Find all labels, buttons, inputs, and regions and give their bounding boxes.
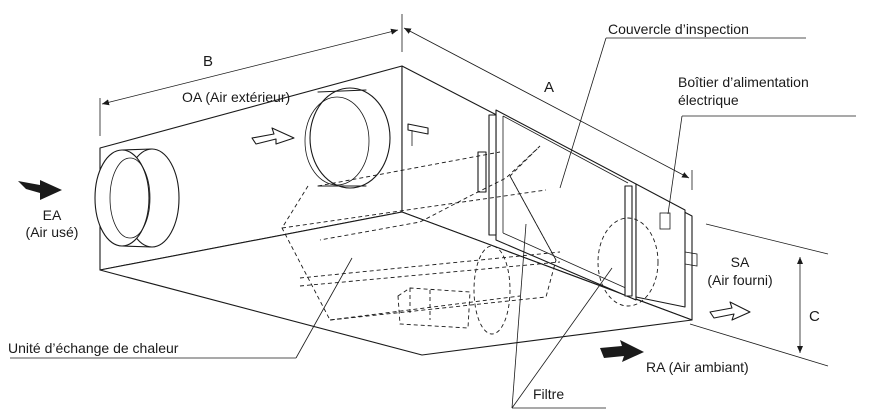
dimension-a-label: A	[544, 79, 555, 96]
power-box-label-line1: Boîtier d’alimentation	[678, 74, 809, 90]
oa-duct-collar	[304, 87, 391, 189]
side-bracket	[477, 151, 487, 193]
oa-label: OA (Air extérieur)	[182, 89, 291, 105]
sa-airflow-arrow	[709, 301, 751, 321]
filter-label: Filtre	[533, 386, 565, 402]
leader-couvercle	[559, 37, 806, 189]
sa-label-line1: SA	[730, 254, 750, 270]
ea-duct-collar	[94, 148, 180, 248]
ea-label-line1: EA	[42, 207, 62, 223]
ra-label: RA (Air ambiant)	[646, 359, 749, 375]
leader-boitier	[667, 115, 856, 215]
ea-label-line2: (Air usé)	[25, 224, 79, 240]
ea-airflow-arrow	[18, 180, 62, 200]
power-supply-box	[635, 183, 698, 308]
heat-exchanger-label: Unité d’échange de chaleur	[8, 340, 179, 356]
leader-unite	[10, 257, 353, 359]
dimension-b-label: B	[203, 53, 214, 70]
sa-label-line2: (Air fourni)	[707, 272, 773, 288]
leader-filtre	[511, 223, 613, 409]
inspection-cover-label: Couvercle d’inspection	[608, 21, 749, 37]
oa-airflow-arrow	[251, 127, 295, 145]
dimension-c	[689, 223, 829, 367]
power-box-label-line2: électrique	[678, 92, 739, 108]
dimension-c-label: C	[809, 308, 820, 325]
dimension-a	[401, 14, 693, 190]
ra-airflow-arrow	[600, 340, 644, 362]
dimension-b	[99, 28, 399, 136]
